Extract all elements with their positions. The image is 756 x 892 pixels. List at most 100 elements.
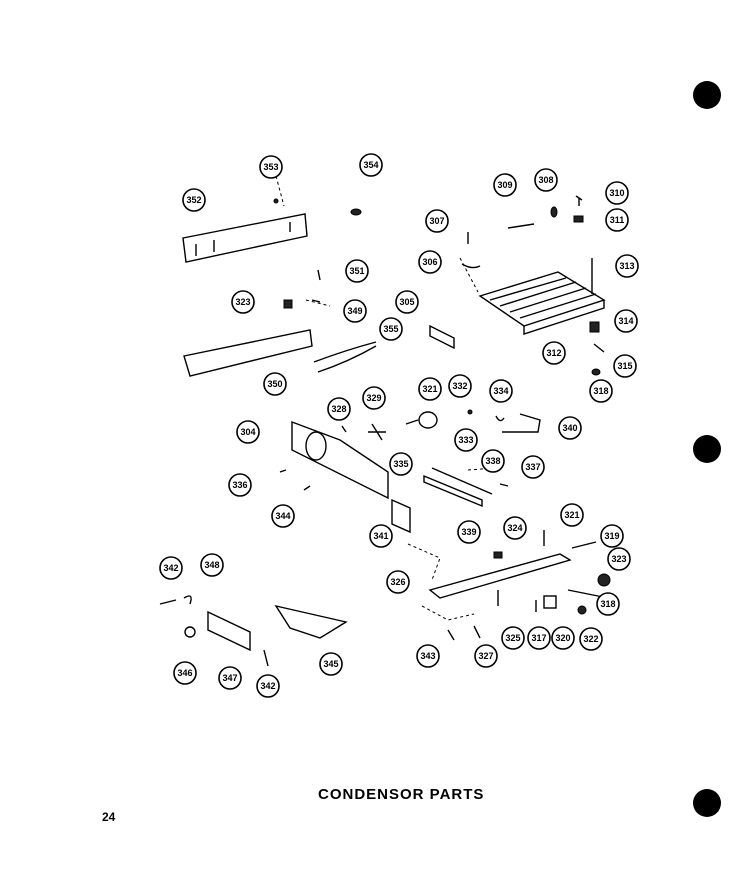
part-drawings [159,195,611,667]
svg-text:341: 341 [373,531,388,541]
callout-bubble[interactable]: 325 [501,626,525,650]
callout-bubble[interactable]: 342 [159,556,183,580]
callout-bubble[interactable]: 346 [173,661,197,685]
callout-bubble[interactable]: 308 [534,168,558,192]
callout-bubble[interactable]: 312 [542,341,566,365]
callout-bubble[interactable]: 345 [319,652,343,676]
svg-text:317: 317 [531,633,546,643]
svg-text:355: 355 [383,324,398,334]
callout-bubble[interactable]: 309 [493,173,517,197]
callout-bubble[interactable]: 321 [418,377,442,401]
diagram-caption: CONDENSOR PARTS [318,786,485,803]
svg-text:329: 329 [366,393,381,403]
callout-bubble[interactable]: 327 [474,644,498,668]
callout-bubble[interactable]: 321 [560,503,584,527]
callout-bubble[interactable]: 351 [345,259,369,283]
binder-hole-bottom [693,789,721,817]
svg-text:306: 306 [422,257,437,267]
callout-bubble[interactable]: 322 [579,627,603,651]
svg-text:354: 354 [363,160,378,170]
callout-bubble[interactable]: 344 [271,504,295,528]
binder-hole-top [693,81,721,109]
callout-bubble[interactable]: 324 [503,516,527,540]
svg-text:334: 334 [493,386,508,396]
binder-hole-middle [693,435,721,463]
svg-text:308: 308 [538,175,553,185]
callout-bubble[interactable]: 315 [613,354,637,378]
svg-text:312: 312 [546,348,561,358]
callout-bubble[interactable]: 339 [457,520,481,544]
svg-text:314: 314 [618,316,633,326]
callout-bubble[interactable]: 353 [259,155,283,179]
callout-bubble[interactable]: 355 [379,317,403,341]
callout-bubble[interactable]: 304 [236,420,260,444]
svg-text:321: 321 [564,510,579,520]
callout-bubble[interactable]: 337 [521,455,545,479]
svg-text:350: 350 [267,379,282,389]
callout-bubble[interactable]: 341 [369,524,393,548]
page-number: 24 [102,810,116,824]
callout-bubble[interactable]: 319 [600,524,624,548]
svg-text:323: 323 [611,554,626,564]
callout-bubble[interactable]: 347 [218,666,242,690]
callout-bubble[interactable]: 307 [425,209,449,233]
svg-text:343: 343 [420,651,435,661]
callout-bubble[interactable]: 334 [489,379,513,403]
svg-text:352: 352 [186,195,201,205]
callout-bubble[interactable]: 329 [362,386,386,410]
svg-text:339: 339 [461,527,476,537]
callout-bubble[interactable]: 320 [551,626,575,650]
callout-bubble[interactable]: 350 [263,372,287,396]
svg-text:318: 318 [600,599,615,609]
svg-text:322: 322 [583,634,598,644]
svg-text:311: 311 [610,215,625,225]
svg-text:342: 342 [260,681,275,691]
svg-text:304: 304 [240,427,255,437]
callout-bubble[interactable]: 336 [228,473,252,497]
callout-bubble[interactable]: 313 [615,254,639,278]
callout-bubble[interactable]: 323 [607,547,631,571]
callout-bubble[interactable]: 326 [386,570,410,594]
svg-text:353: 353 [263,162,278,172]
callout-bubble[interactable]: 317 [527,626,551,650]
svg-text:315: 315 [617,361,632,371]
svg-text:338: 338 [485,456,500,466]
svg-text:325: 325 [505,633,520,643]
callout-bubble[interactable]: 332 [448,374,472,398]
callout-bubble[interactable]: 354 [359,153,383,177]
callout-bubble[interactable]: 306 [418,250,442,274]
svg-text:340: 340 [562,423,577,433]
callout-bubble[interactable]: 318 [589,379,613,403]
svg-text:336: 336 [232,480,247,490]
callout-bubble[interactable]: 323 [231,290,255,314]
callout-bubble[interactable]: 328 [327,397,351,421]
svg-text:347: 347 [222,673,237,683]
svg-text:305: 305 [399,297,414,307]
callout-bubble[interactable]: 335 [389,452,413,476]
svg-text:344: 344 [275,511,290,521]
svg-text:307: 307 [429,216,444,226]
callout-bubble[interactable]: 305 [395,290,419,314]
svg-text:332: 332 [452,381,467,391]
callout-bubble[interactable]: 318 [596,592,620,616]
callout-bubble[interactable]: 340 [558,416,582,440]
callout-bubble[interactable]: 333 [454,428,478,452]
svg-text:333: 333 [458,435,473,445]
svg-text:313: 313 [619,261,634,271]
callout-bubble[interactable]: 349 [343,299,367,323]
callout-bubble[interactable]: 342 [256,674,280,698]
callout-bubble[interactable]: 348 [200,553,224,577]
callout-bubble[interactable]: 311 [605,208,629,232]
svg-text:320: 320 [555,633,570,643]
svg-text:337: 337 [525,462,540,472]
callout-bubble[interactable]: 352 [182,188,206,212]
svg-text:310: 310 [609,188,624,198]
callouts: 353 354 352 309 308 310 307 311 306 313 … [159,153,639,698]
callout-bubble[interactable]: 338 [481,449,505,473]
svg-text:348: 348 [204,560,219,570]
callout-bubble[interactable]: 310 [605,181,629,205]
callout-bubble[interactable]: 343 [416,644,440,668]
callout-bubble[interactable]: 314 [614,309,638,333]
svg-text:326: 326 [390,577,405,587]
